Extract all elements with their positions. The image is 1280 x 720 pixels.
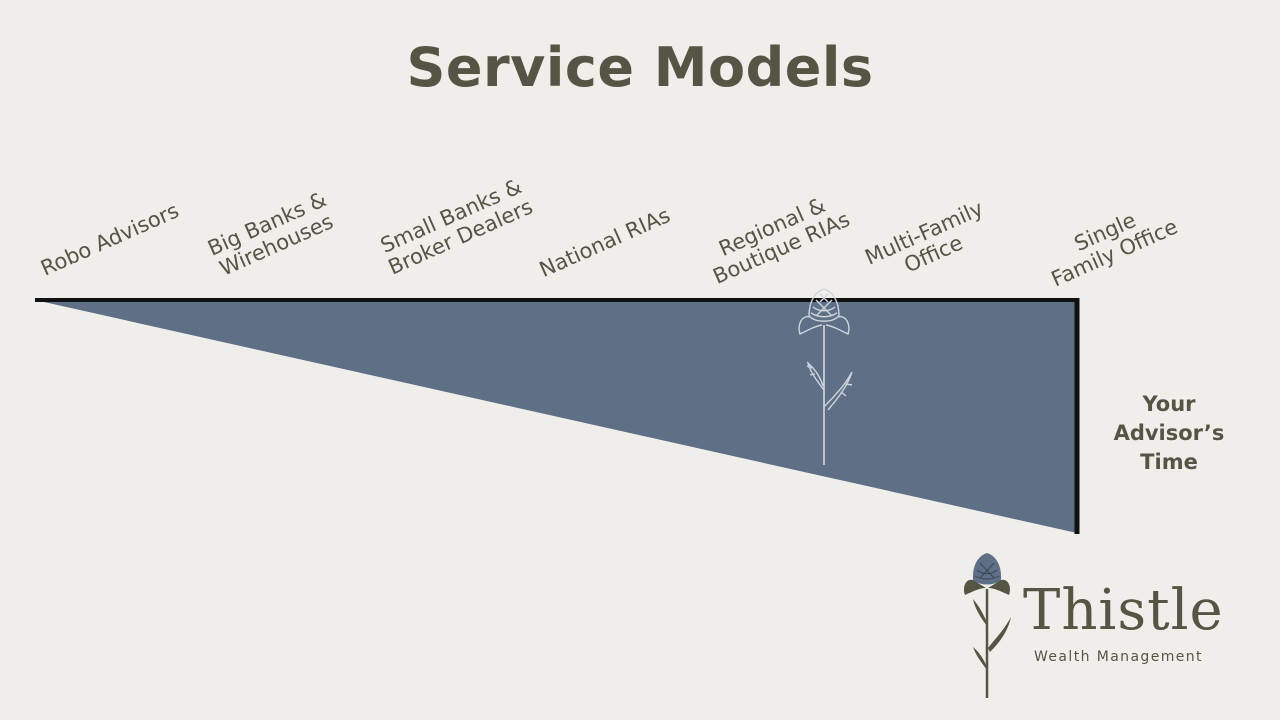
advisor-time-label-line: Your <box>1105 390 1233 419</box>
advisor-time-label: Your Advisor’s Time <box>1105 390 1233 477</box>
thistle-logo: Thistle Wealth Management <box>955 545 1245 705</box>
advisor-time-wedge <box>35 300 1077 533</box>
thistle-logo-icon <box>955 545 1025 705</box>
advisor-time-label-line: Time <box>1105 448 1233 477</box>
logo-wordmark: Thistle <box>1023 578 1224 643</box>
logo-tagline: Wealth Management <box>1034 649 1203 665</box>
advisor-time-label-line: Advisor’s <box>1105 419 1233 448</box>
